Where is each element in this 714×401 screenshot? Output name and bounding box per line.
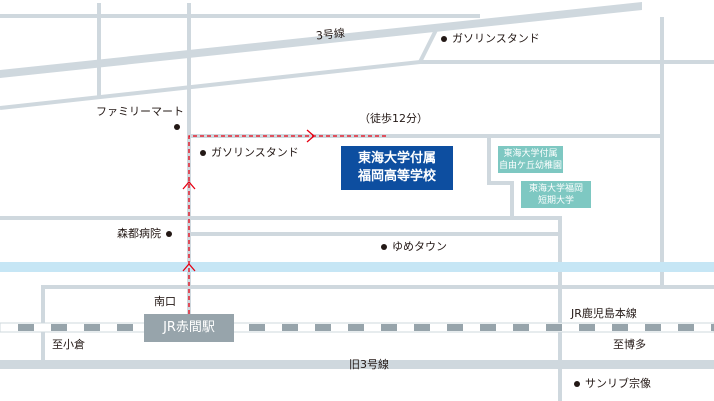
old-route3-road bbox=[0, 360, 714, 369]
school-name-line2: 福岡高等学校 bbox=[357, 169, 436, 184]
walking-route bbox=[182, 129, 388, 314]
dot-icon bbox=[381, 244, 387, 250]
road bbox=[418, 25, 440, 63]
landmark-label: サンリブ宗像 bbox=[585, 377, 651, 390]
jr-line-label: JR鹿児島本線 bbox=[571, 307, 637, 320]
route3-road bbox=[0, 2, 642, 78]
walk-time: （徒歩12分） bbox=[359, 112, 428, 125]
landmark-label: ゆめタウン bbox=[392, 240, 447, 253]
river bbox=[0, 262, 714, 272]
kindergarten-box: 東海大学付属 自由ケ丘幼稚園 bbox=[498, 146, 563, 173]
school-name-line1: 東海大学付属 bbox=[357, 151, 436, 166]
station-box: JR赤間駅 bbox=[144, 314, 234, 342]
arrow-up-icon bbox=[182, 181, 196, 190]
dot-icon bbox=[574, 381, 580, 387]
college-box: 東海大学福岡 短期大学 bbox=[521, 181, 591, 208]
landmark-gas-station: ガソリンスタンド bbox=[200, 147, 299, 159]
landmark-label: ガソリンスタンド bbox=[211, 146, 299, 159]
old-route3-label: 旧3号線 bbox=[349, 358, 389, 371]
college-line2: 短期大学 bbox=[537, 196, 574, 206]
arrow-up-icon bbox=[182, 263, 196, 272]
dot-icon bbox=[166, 231, 172, 237]
landmark-gas-station-top: ガソリンスタンド bbox=[441, 33, 540, 45]
direction-west: 至小倉 bbox=[52, 338, 85, 351]
kindergarten-line2: 自由ケ丘幼稚園 bbox=[498, 161, 562, 171]
kindergarten-line1: 東海大学付属 bbox=[503, 149, 558, 159]
college-line1: 東海大学福岡 bbox=[528, 184, 583, 194]
road bbox=[41, 285, 714, 360]
arrow-right-icon bbox=[306, 129, 315, 143]
station-exit: 南口 bbox=[154, 295, 176, 308]
landmark-hospital: 森都病院 bbox=[117, 228, 177, 240]
dot-icon bbox=[441, 36, 447, 42]
school-box: 東海大学付属 福岡高等学校 bbox=[341, 146, 453, 190]
direction-east: 至博多 bbox=[613, 338, 646, 351]
road bbox=[0, 60, 714, 110]
road bbox=[487, 136, 514, 218]
landmark-youme: ゆめタウン bbox=[381, 241, 447, 253]
landmark-sunlive: サンリブ宗像 bbox=[574, 378, 651, 390]
dot-icon bbox=[174, 124, 180, 130]
landmark-label: ガソリンスタンド bbox=[452, 32, 540, 45]
landmark-familymart: ファミリーマート bbox=[96, 105, 184, 118]
dot-icon bbox=[200, 150, 206, 156]
landmark-label: 森都病院 bbox=[117, 227, 161, 240]
